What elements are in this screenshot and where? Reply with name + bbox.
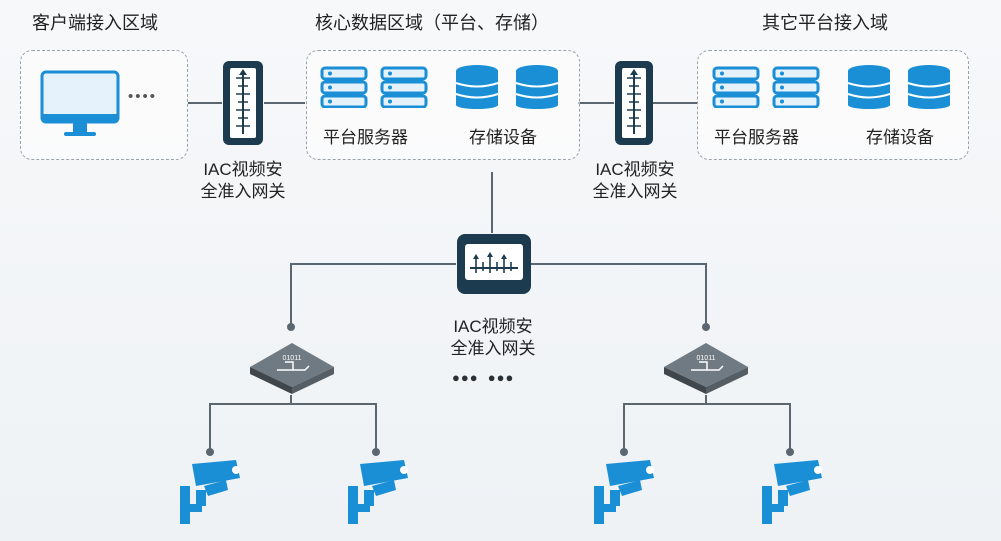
camera-icon [762, 460, 822, 524]
core-storage-label: 存储设备 [469, 128, 537, 147]
gateway-label-line1: IAC视频安 [453, 317, 533, 336]
other-storage-label: 存储设备 [866, 128, 934, 147]
server-icon [320, 66, 428, 108]
camera-icon [594, 460, 654, 524]
gateway-label-line1: IAC视频安 [595, 160, 675, 179]
gateway-label-right: IAC视频安 全准入网关 [584, 159, 686, 203]
switch-icon: 01011 [250, 343, 334, 394]
switch-chip-text: 01011 [697, 355, 716, 362]
client-zone-title: 客户端接入区域 [32, 13, 158, 33]
gateway-device-icon [457, 234, 531, 294]
other-server-label: 平台服务器 [714, 128, 799, 147]
switch-icon: 01011 [664, 343, 748, 394]
gateway-label-line2: 全准入网关 [450, 339, 536, 358]
gateway-device-icon [223, 61, 263, 145]
gateway-label-center: IAC视频安 全准入网关 [442, 316, 544, 360]
switch-more-indicator: ●●● ●●● [452, 370, 515, 385]
client-more-indicator: •••• [128, 88, 158, 105]
other-zone-title: 其它平台接入域 [762, 13, 888, 33]
gateway-label-line1: IAC视频安 [203, 160, 283, 179]
storage-icon [847, 65, 951, 109]
gateway-label-line2: 全准入网关 [200, 182, 286, 201]
gateway-device-icon [615, 61, 653, 145]
gateway-label-line2: 全准入网关 [592, 182, 678, 201]
core-zone-title: 核心数据区域（平台、存储） [315, 13, 549, 33]
switch-chip-text: 01011 [283, 355, 302, 362]
gateway-label-left: IAC视频安 全准入网关 [192, 159, 294, 203]
camera-icon [348, 460, 408, 524]
core-server-label: 平台服务器 [323, 128, 408, 147]
server-icon [712, 66, 820, 108]
camera-icon [180, 460, 240, 524]
monitor-icon [40, 70, 120, 136]
storage-icon [455, 65, 559, 109]
